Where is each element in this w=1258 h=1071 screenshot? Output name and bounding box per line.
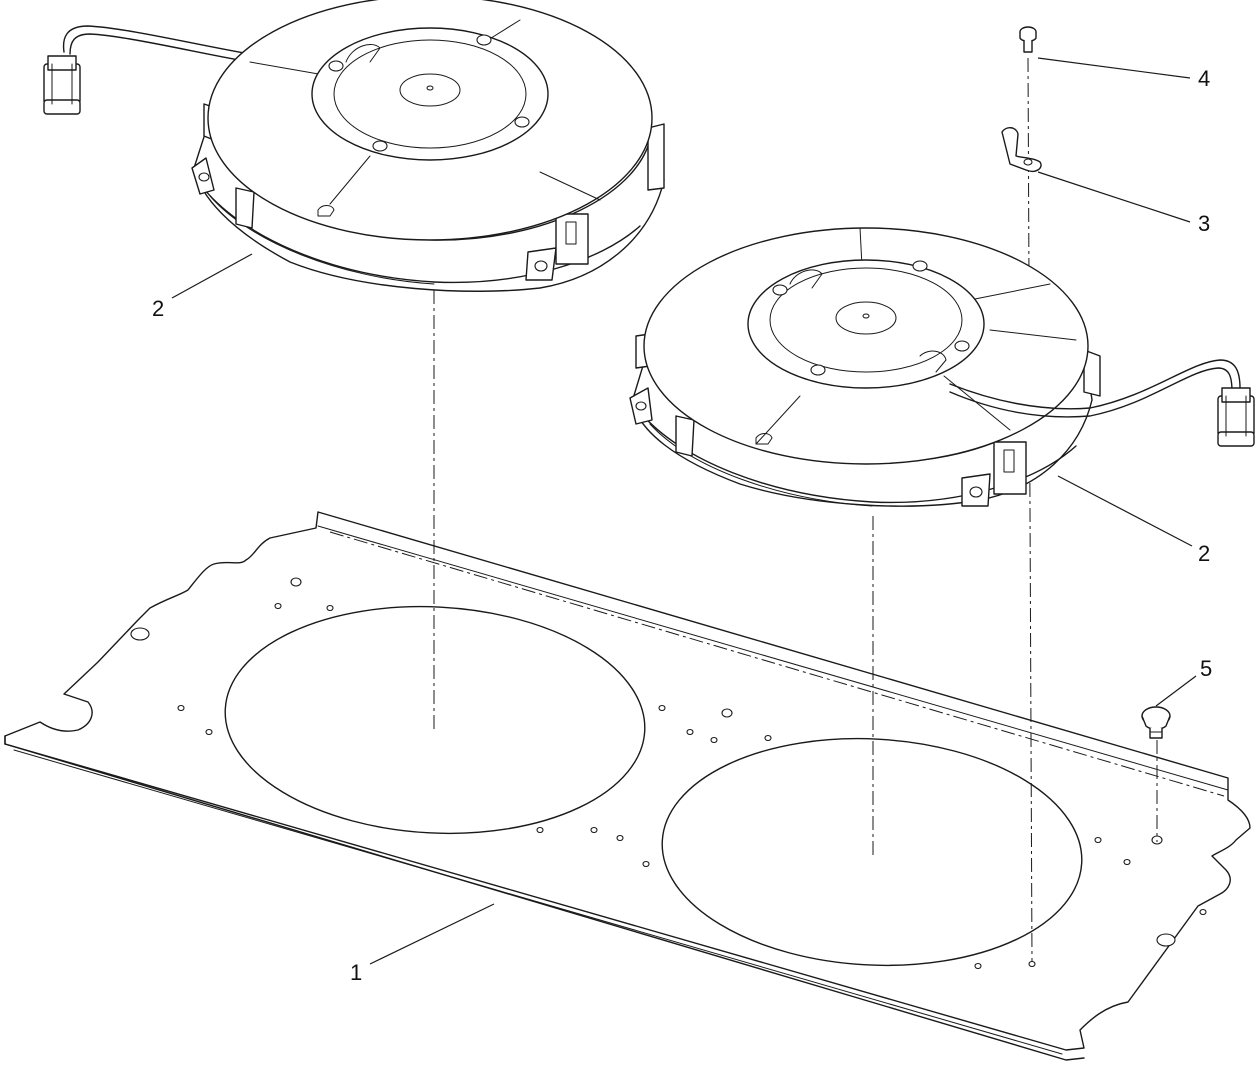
- callouts: 4 3 2 5 2 1: [152, 57, 1212, 985]
- screw: [1019, 26, 1037, 53]
- mounting-holes: [130, 577, 1207, 970]
- callout-4: 4: [1198, 66, 1210, 91]
- fan-right: [629, 227, 1255, 507]
- callout-5: 5: [1200, 656, 1212, 681]
- fan-left-screws: [328, 34, 530, 152]
- fan-left: [43, 0, 665, 292]
- fan-cutout-right: [661, 737, 1083, 967]
- cable-clip: [1001, 127, 1042, 172]
- callout-3: 3: [1198, 211, 1210, 236]
- fan-right-connector: [1217, 387, 1255, 447]
- fan-right-screws: [772, 260, 970, 376]
- callout-1: 1: [350, 960, 362, 985]
- callout-2-right: 2: [1198, 541, 1210, 566]
- mounting-plate: [4, 511, 1251, 1061]
- assembly-centerlines: [433, 57, 1158, 963]
- fan-left-connector: [43, 55, 81, 115]
- fan-cutout-left: [224, 605, 646, 835]
- push-rivet: [1141, 706, 1171, 739]
- callout-2-left: 2: [152, 296, 164, 321]
